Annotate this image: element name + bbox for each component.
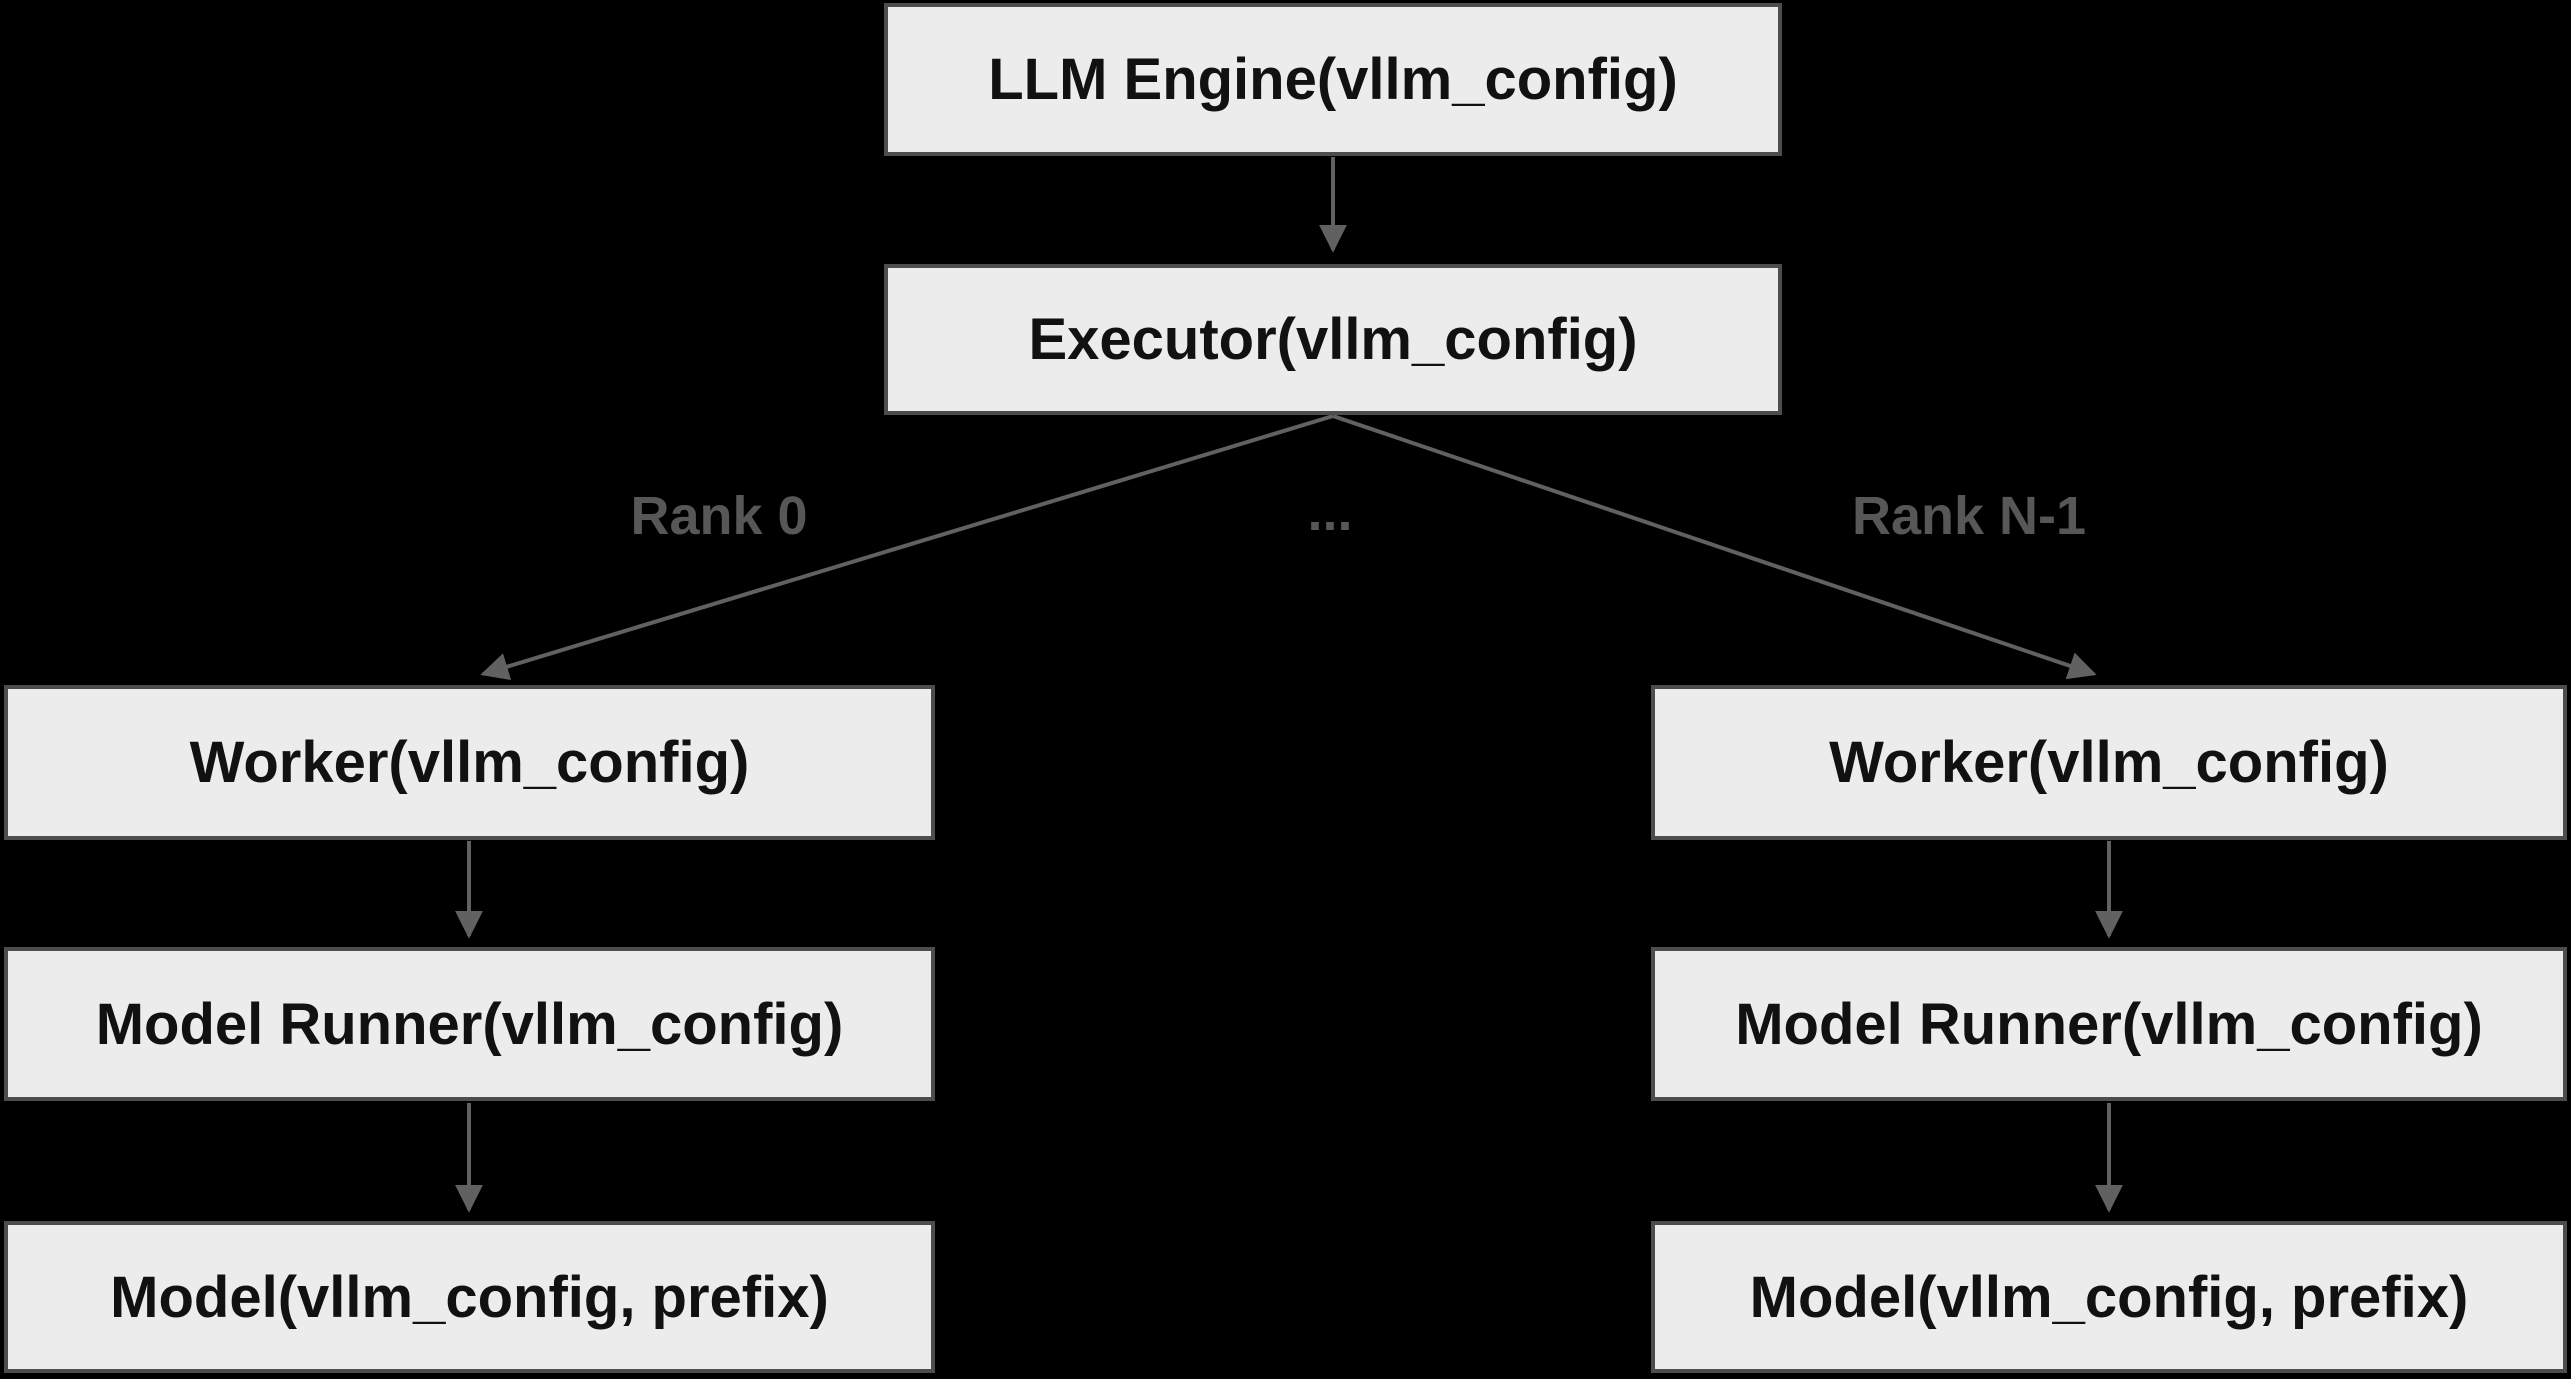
- node-model-rank-n: Model(vllm_config, prefix): [1651, 1221, 2567, 1373]
- node-model-runner-rank-n: Model Runner(vllm_config): [1651, 947, 2567, 1101]
- node-model-runner-rank-n-label: Model Runner(vllm_config): [1735, 991, 2483, 1057]
- node-worker-rank-0-label: Worker(vllm_config): [189, 730, 750, 795]
- edge-label-rank-n: Rank N-1: [1851, 486, 2087, 546]
- node-model-rank-n-label: Model(vllm_config, prefix): [1749, 1264, 2469, 1330]
- edge-label-ellipsis: ...: [1307, 482, 1353, 542]
- edge-executor-to-worker-0: [480, 414, 1334, 681]
- edge-label-rank-0: Rank 0: [630, 486, 808, 546]
- node-llm-engine-label: LLM Engine(vllm_config): [988, 47, 1678, 112]
- node-llm-engine: LLM Engine(vllm_config): [884, 3, 1782, 156]
- node-executor-label: Executor(vllm_config): [1028, 307, 1638, 372]
- node-model-rank-0-label: Model(vllm_config, prefix): [110, 1264, 829, 1330]
- node-model-runner-rank-0-label: Model Runner(vllm_config): [95, 991, 844, 1057]
- node-model-runner-rank-0: Model Runner(vllm_config): [4, 947, 935, 1101]
- node-model-rank-0: Model(vllm_config, prefix): [4, 1221, 935, 1373]
- node-executor: Executor(vllm_config): [884, 264, 1782, 415]
- edge-executor-to-worker-n: [1332, 414, 2097, 680]
- node-worker-rank-n: Worker(vllm_config): [1651, 685, 2567, 840]
- node-worker-rank-n-label: Worker(vllm_config): [1829, 730, 2389, 795]
- node-worker-rank-0: Worker(vllm_config): [4, 685, 935, 840]
